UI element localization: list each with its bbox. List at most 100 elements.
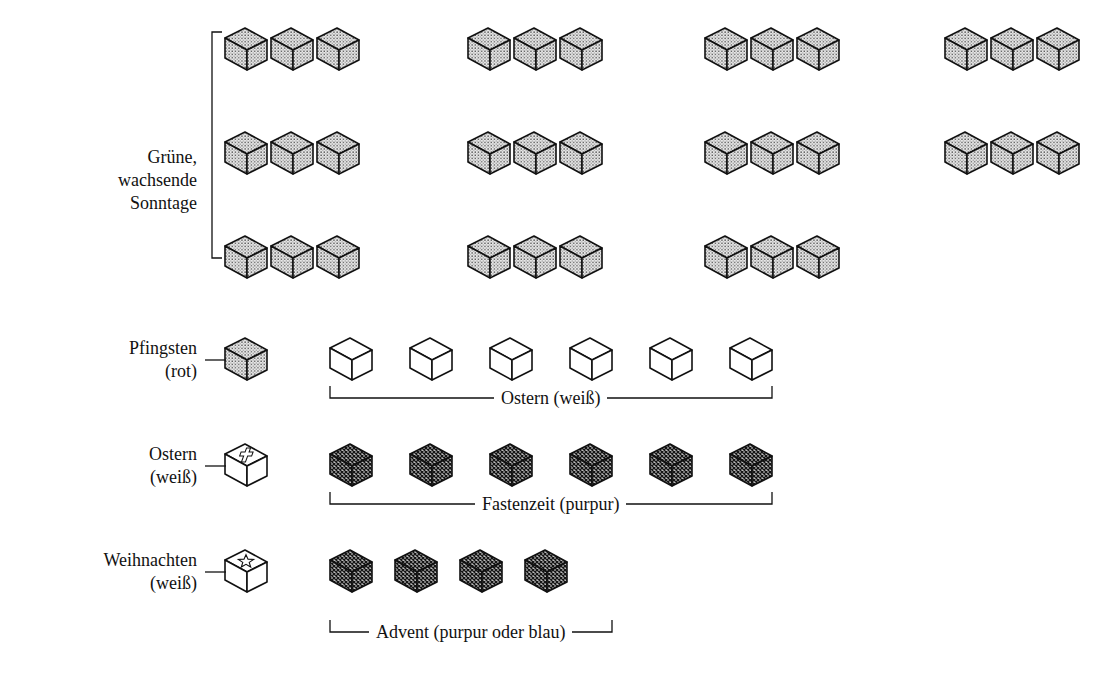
lent-cube — [410, 444, 452, 486]
cube-face — [1013, 144, 1033, 174]
cube-face — [271, 246, 293, 278]
cube-face — [727, 40, 747, 70]
star-symbol — [238, 555, 253, 567]
green-sunday-cube — [317, 236, 359, 278]
cube-face — [432, 350, 452, 380]
easter-cube — [330, 338, 372, 380]
green-sunday-cube — [1037, 132, 1079, 174]
green-sunday-cube — [797, 28, 839, 70]
green-sunday-cube — [945, 132, 987, 174]
cube-face — [536, 248, 556, 278]
cube-face — [727, 144, 747, 174]
cube-face — [582, 40, 602, 70]
green-sunday-cube — [705, 28, 747, 70]
cube-face — [752, 456, 772, 486]
easter-cube — [490, 338, 532, 380]
cube-face — [730, 454, 752, 486]
cube-face — [525, 560, 547, 592]
cube-face — [751, 142, 773, 174]
cube-face — [317, 142, 339, 174]
cube-face — [705, 246, 727, 278]
cube-face — [352, 456, 372, 486]
cube-face — [536, 144, 556, 174]
cube-face — [819, 144, 839, 174]
cube-face — [1059, 144, 1079, 174]
cube-face — [330, 348, 352, 380]
green-sunday-cube — [225, 132, 267, 174]
bracket-label: Fastenzeit (purpur) — [475, 493, 626, 516]
cube-face — [536, 40, 556, 70]
cube-face — [247, 248, 267, 278]
cube-face — [560, 246, 582, 278]
green-sunday-cube — [271, 236, 313, 278]
cube-face — [247, 350, 267, 380]
easter-day-cube — [225, 444, 267, 486]
cube-face — [330, 560, 352, 592]
cube-face — [225, 142, 247, 174]
cube-face — [482, 562, 502, 592]
season-label: Grüne, wachsende Sonntage — [97, 146, 197, 215]
cube-face — [330, 454, 352, 486]
cube-face — [410, 348, 432, 380]
lent-cube — [730, 444, 772, 486]
cube-face — [1037, 38, 1059, 70]
cube-face — [490, 248, 510, 278]
cube-face — [592, 456, 612, 486]
green-sunday-cube — [514, 236, 556, 278]
cube-face — [417, 562, 437, 592]
leader-line — [205, 465, 226, 466]
cube-face — [991, 38, 1013, 70]
green-sunday-cube — [225, 28, 267, 70]
cube-face — [967, 144, 987, 174]
green-sunday-cube — [317, 28, 359, 70]
advent-cube — [460, 550, 502, 592]
green-sunday-cube — [1037, 28, 1079, 70]
cube-face — [582, 248, 602, 278]
lent-cube — [330, 444, 372, 486]
green-sunday-cube — [945, 28, 987, 70]
cube-face — [797, 38, 819, 70]
cube-face — [410, 454, 432, 486]
green-sunday-cube — [560, 28, 602, 70]
easter-cube — [410, 338, 452, 380]
cube-face — [560, 38, 582, 70]
green-sunday-cube — [468, 236, 510, 278]
sunday-bracket — [212, 32, 222, 258]
green-sunday-cube — [468, 28, 510, 70]
lent-cube — [490, 444, 532, 486]
season-label: Weihnachten (weiß) — [93, 549, 197, 595]
green-sunday-cube — [751, 236, 793, 278]
cube-face — [991, 142, 1013, 174]
cube-face — [819, 40, 839, 70]
cube-face — [432, 456, 452, 486]
cube-face — [339, 40, 359, 70]
leader-line — [205, 359, 226, 360]
green-sunday-cube — [705, 236, 747, 278]
advent-cube — [525, 550, 567, 592]
cube-face — [225, 454, 247, 486]
christmas-cube — [225, 550, 267, 592]
cube-face — [570, 348, 592, 380]
cube-group — [225, 28, 1079, 592]
cube-face — [797, 142, 819, 174]
easter-cube — [650, 338, 692, 380]
bracket-group — [205, 32, 772, 632]
cube-face — [247, 40, 267, 70]
lent-cube — [650, 444, 692, 486]
cube-face — [672, 350, 692, 380]
cube-face — [773, 144, 793, 174]
cube-face — [592, 350, 612, 380]
cube-face — [773, 40, 793, 70]
cube-face — [225, 246, 247, 278]
cube-face — [460, 560, 482, 592]
cube-face — [271, 38, 293, 70]
green-sunday-cube — [991, 28, 1033, 70]
green-sunday-cube — [225, 236, 267, 278]
cube-face — [352, 350, 372, 380]
green-sunday-cube — [751, 28, 793, 70]
leader-line — [205, 571, 226, 572]
pentecost-cube — [225, 338, 267, 380]
cube-face — [650, 348, 672, 380]
cube-face — [468, 142, 490, 174]
cube-face — [560, 142, 582, 174]
